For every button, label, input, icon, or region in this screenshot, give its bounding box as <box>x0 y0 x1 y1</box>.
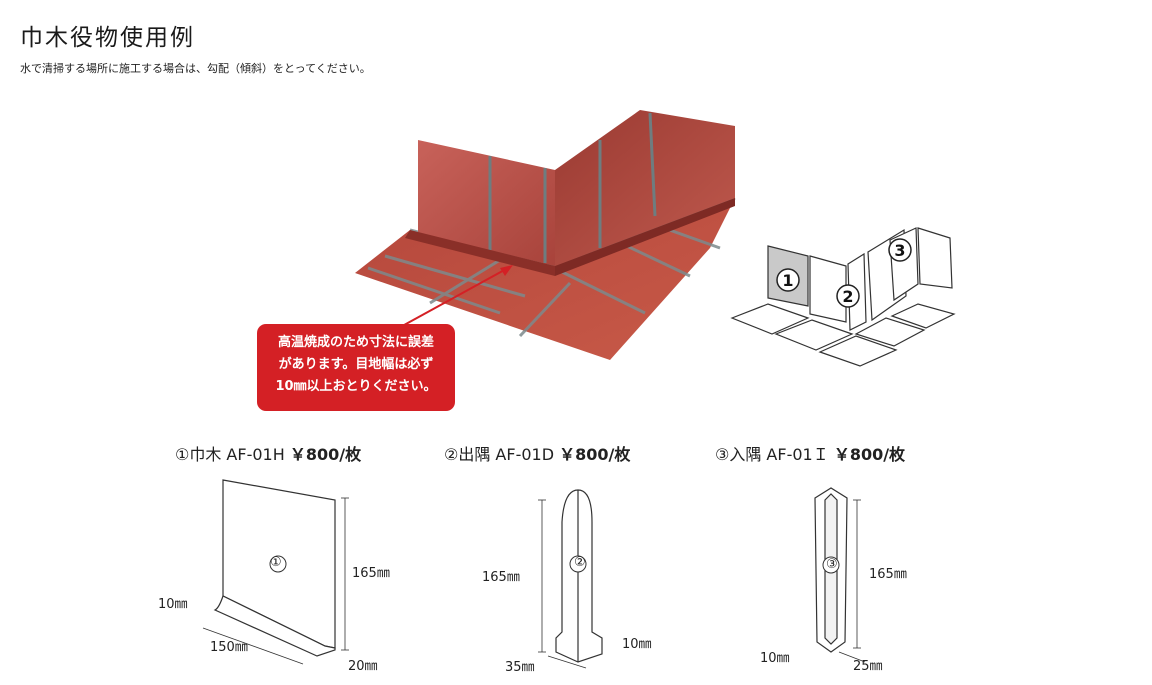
product-price: ￥800/枚 <box>833 445 906 464</box>
dim-height-2: 165㎜ <box>482 570 520 585</box>
svg-text:2: 2 <box>842 287 853 306</box>
dim-width-1: 150㎜ <box>210 640 248 655</box>
diagram-marker-3: 3 <box>888 238 912 262</box>
svg-text:3: 3 <box>894 241 905 260</box>
dim-thickness-3: 10㎜ <box>760 651 790 666</box>
baseboard-drawing <box>202 479 349 665</box>
diagram-marker-2: 2 <box>836 284 860 308</box>
diagram-marker-1: 1 <box>776 268 800 292</box>
tile-floor-photo <box>355 110 736 360</box>
marker-label-3: ③ <box>826 557 838 572</box>
dim-depth-1: 20㎜ <box>348 659 378 674</box>
dim-height-1: 165㎜ <box>352 566 390 581</box>
product-name: ①巾木 AF-01H <box>175 445 285 464</box>
product-price: ￥800/枚 <box>559 445 631 464</box>
product-heading-1: ①巾木 AF-01H ￥800/枚 <box>175 441 361 465</box>
product-heading-2: ②出隅 AF-01D ￥800/枚 <box>444 441 630 465</box>
warning-callout: 高温焼成のため寸法に誤差 があります。目地幅は必ず 10㎜以上おとりください。 <box>257 324 455 411</box>
dim-thickness-1: 10㎜ <box>158 597 188 612</box>
product-heading-3: ③入隅 AF-01Ｉ ￥800/枚 <box>715 441 905 465</box>
placement-diagram: 1 2 3 <box>730 227 956 367</box>
dim-thickness-2: 10㎜ <box>622 637 652 652</box>
product-name: ②出隅 AF-01D <box>444 445 555 464</box>
product-price: ￥800/枚 <box>289 445 362 464</box>
dim-width-3: 25㎜ <box>853 659 883 674</box>
inside-corner-drawing <box>814 487 866 663</box>
marker-label-2: ② <box>574 555 586 570</box>
dim-width-2: 35㎜ <box>505 660 535 675</box>
outside-corner-drawing <box>538 489 603 669</box>
page-title: 巾木役物使用例 <box>20 25 195 51</box>
dim-height-3: 165㎜ <box>869 567 907 582</box>
marker-label-1: ① <box>270 555 282 570</box>
page-note: 水で清掃する場所に施工する場合は、勾配（傾斜）をとってください。 <box>20 62 371 75</box>
svg-text:1: 1 <box>782 271 793 290</box>
product-name: ③入隅 AF-01Ｉ <box>715 445 829 464</box>
